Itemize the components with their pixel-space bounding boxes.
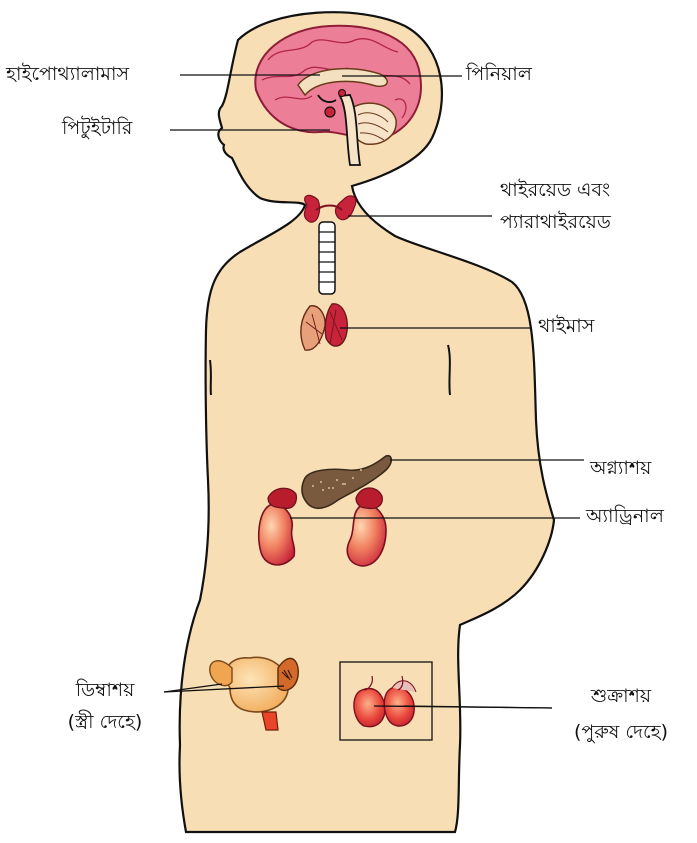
label-pancreas: অগ্ন্যাশয় — [590, 458, 651, 480]
label-ovary-line1: ডিম্বাশয় — [50, 680, 160, 702]
label-pineal: পিনিয়াল — [466, 64, 532, 86]
label-ovary-line2: (স্ত্রী দেহে) — [50, 712, 160, 734]
label-testis-line1: শুক্রাশয় — [556, 686, 686, 708]
label-thyroid-line2: প্যারাথাইরয়েড — [500, 212, 611, 234]
trachea — [319, 222, 335, 294]
label-hypothalamus: হাইপোথ্যালামাস — [6, 64, 129, 86]
label-adrenal: অ্যাড্রিনাল — [586, 506, 664, 528]
label-thymus: থাইমাস — [538, 316, 594, 338]
label-thyroid-line1: থাইরয়েড এবং — [500, 180, 610, 202]
label-pituitary: পিটুইটারি — [62, 118, 132, 140]
label-testis-line2: (পুরুষ দেহে) — [556, 722, 686, 744]
left-arm-line — [210, 360, 211, 395]
